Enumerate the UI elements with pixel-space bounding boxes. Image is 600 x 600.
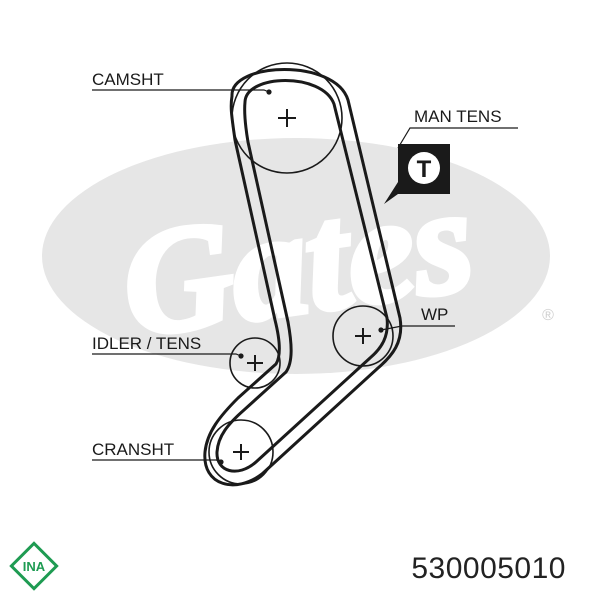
idler-label: IDLER / TENS bbox=[92, 334, 201, 353]
water-pump-pulley bbox=[332, 305, 394, 367]
tensioner-symbol-letter: T bbox=[417, 156, 432, 183]
camshaft-label: CAMSHT bbox=[92, 70, 164, 89]
camshaft-pulley bbox=[231, 62, 343, 174]
water-pump-label: WP bbox=[421, 305, 448, 324]
ina-logo: INA bbox=[9, 541, 59, 591]
watermark-oval bbox=[42, 138, 550, 374]
idler-pulley-circle bbox=[229, 337, 281, 389]
ina-logo-diamond bbox=[9, 541, 59, 591]
idler-center-cross bbox=[247, 355, 263, 371]
water-pump-pulley-circle bbox=[332, 305, 394, 367]
crankshaft-pulley-circle bbox=[208, 419, 274, 485]
crankshaft-center-cross bbox=[233, 444, 249, 460]
crankshaft-label: CRANSHT bbox=[92, 440, 174, 459]
gates-watermark: Gates ® bbox=[42, 138, 554, 374]
idler-pulley bbox=[229, 337, 281, 389]
tensioner-leader-line bbox=[397, 127, 518, 149]
callouts bbox=[92, 89, 518, 465]
idler-leader-dot bbox=[238, 353, 244, 359]
water-pump-center-cross bbox=[355, 328, 371, 344]
part-number: 530005010 bbox=[411, 552, 566, 585]
camshaft-pulley-circle bbox=[231, 62, 343, 174]
crankshaft-leader-dot bbox=[218, 459, 224, 465]
water-pump-leader-line bbox=[380, 325, 455, 331]
belt-outer-edge bbox=[203, 68, 403, 487]
camshaft-leader-line bbox=[92, 89, 270, 93]
tensioner-symbol-disc bbox=[408, 152, 440, 184]
ina-logo-text: INA bbox=[23, 559, 46, 574]
water-pump-leader-dot bbox=[378, 327, 384, 333]
crankshaft-leader-line bbox=[92, 459, 222, 463]
crankshaft-pulley bbox=[208, 419, 274, 485]
camshaft-center-cross bbox=[278, 109, 296, 127]
watermark-registered-mark: ® bbox=[542, 307, 554, 324]
camshaft-leader-dot bbox=[266, 89, 272, 95]
tensioner-symbol: T bbox=[384, 144, 450, 204]
tensioner-manual-label: MAN TENS bbox=[414, 107, 502, 126]
